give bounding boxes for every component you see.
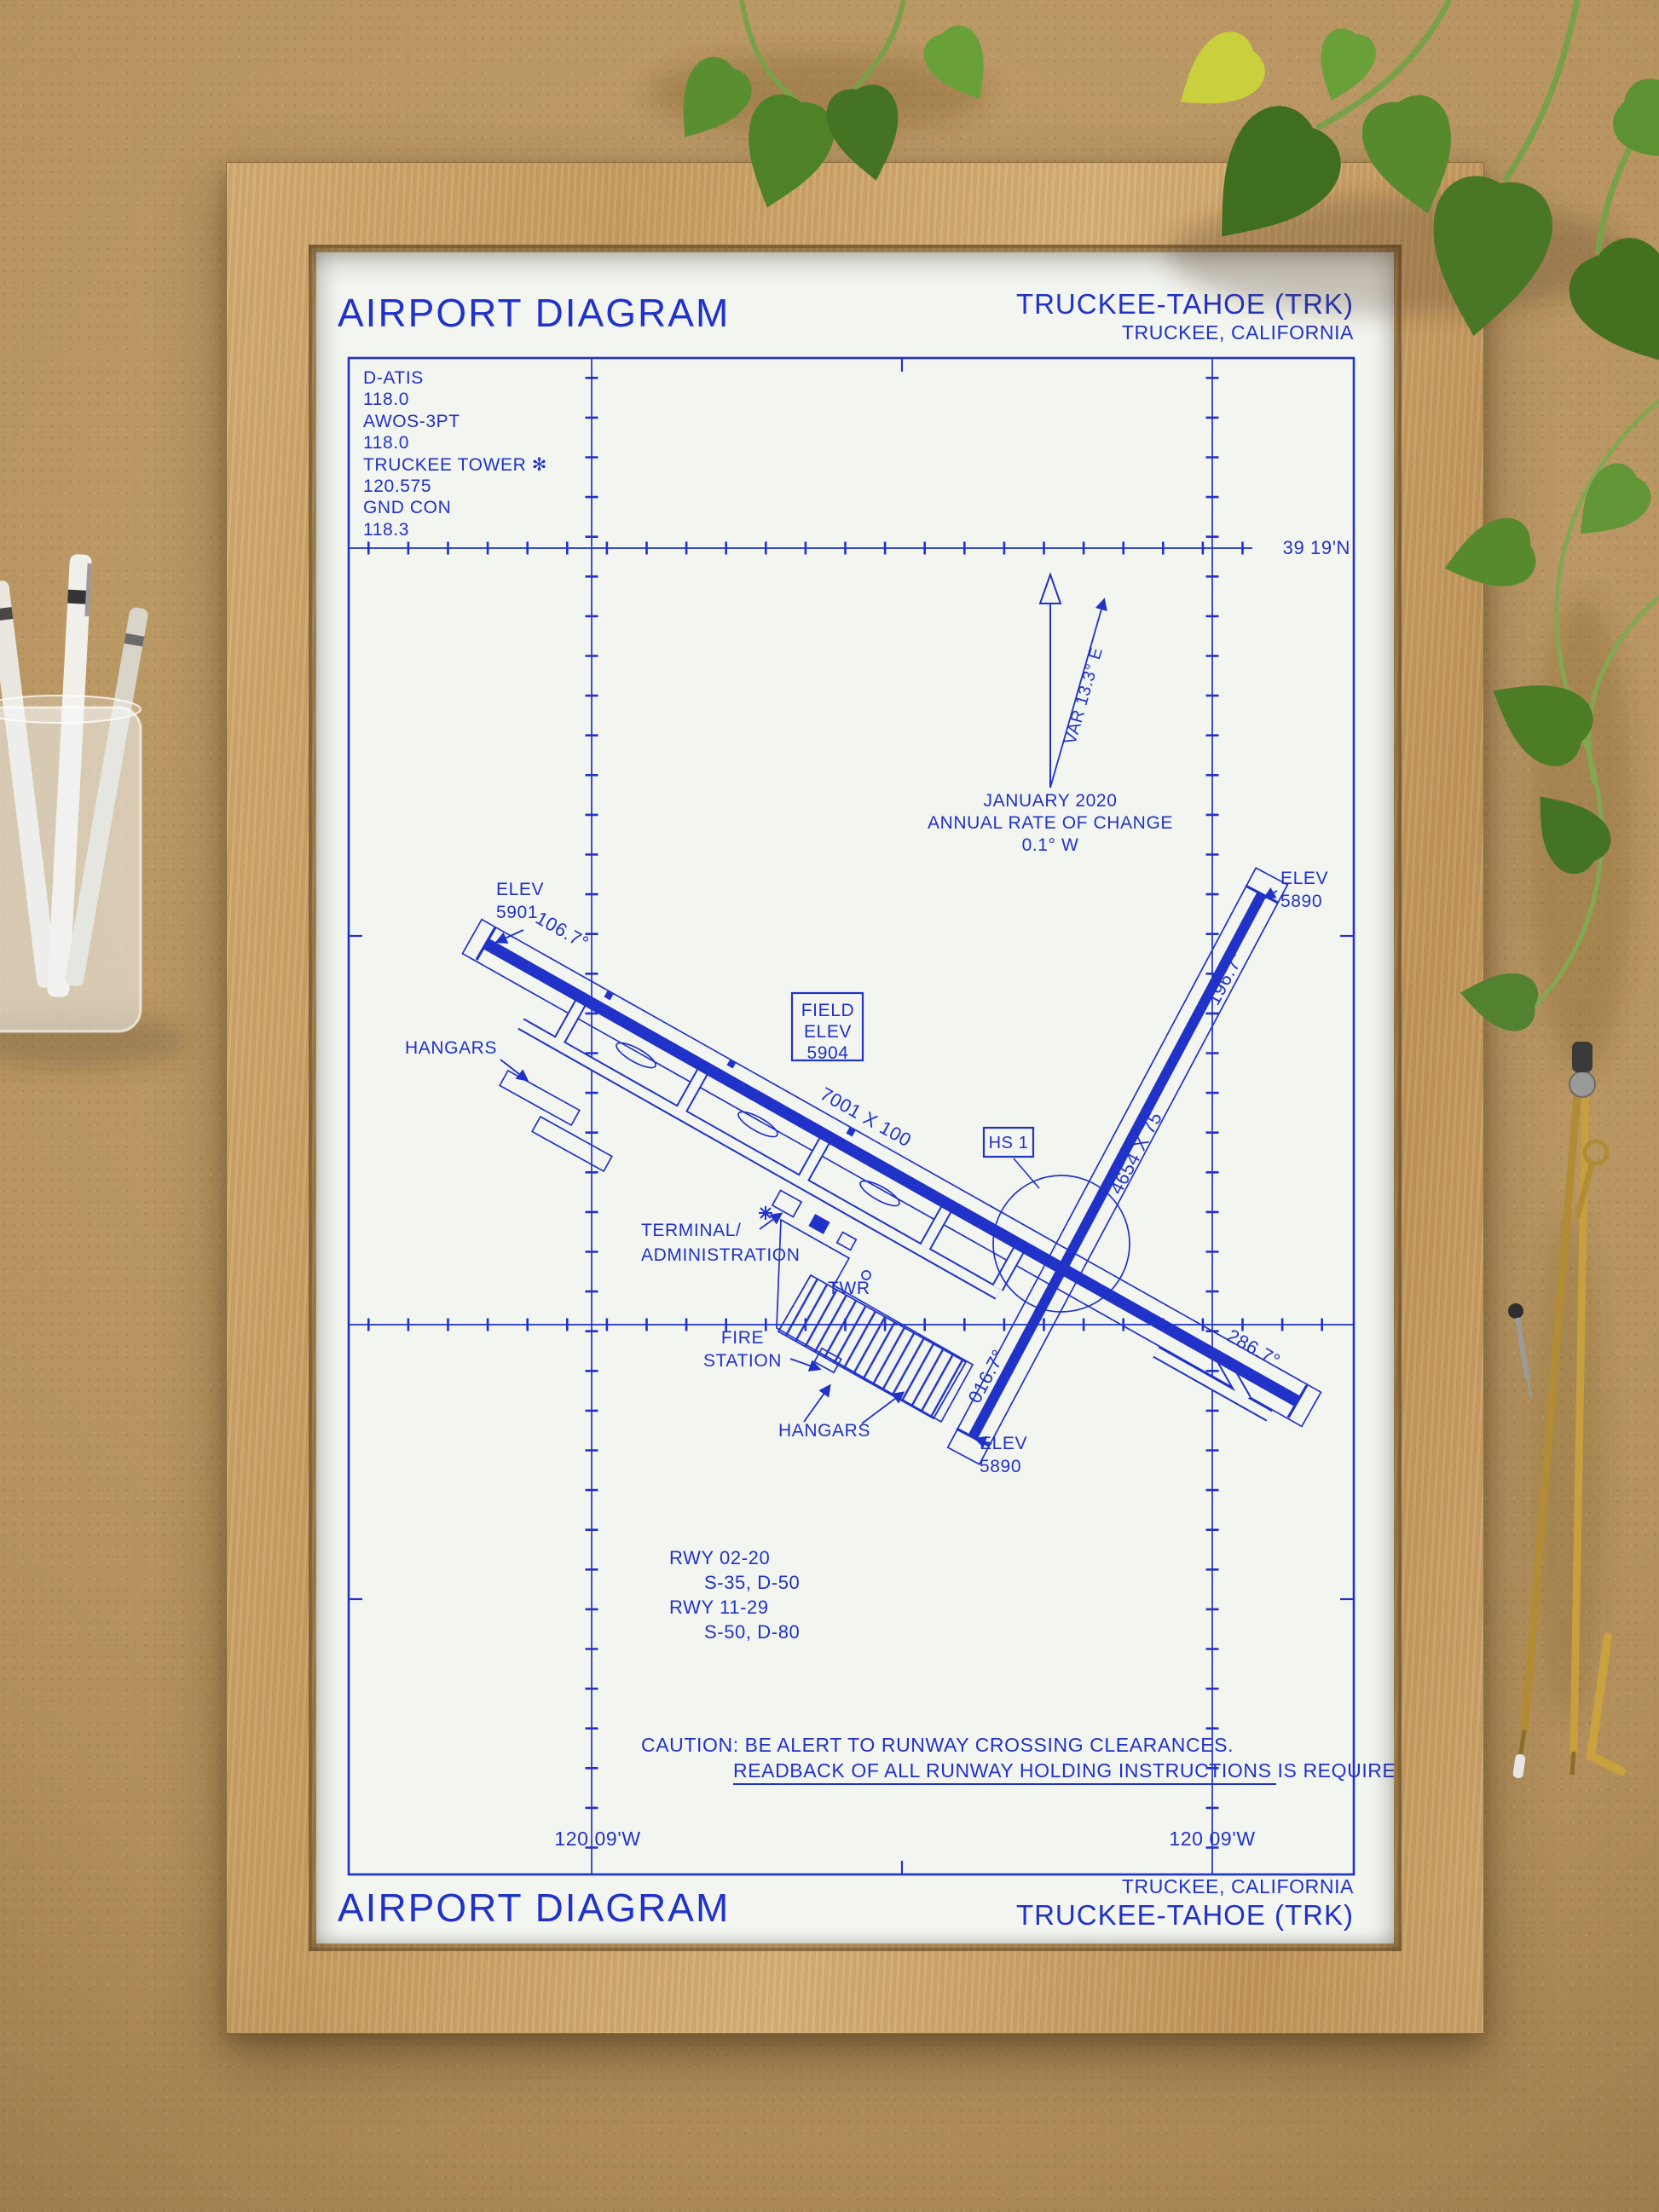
caution-line-2: READBACK OF ALL RUNWAY HOLDING INSTRUCTI… (733, 1759, 1394, 1782)
comms-line: GND CON (363, 498, 451, 517)
variation-label: VAR 13.3° E (1061, 645, 1107, 747)
hex-key (1586, 1632, 1626, 1776)
comms-line: 118.0 (363, 433, 409, 453)
comms-line: 118.3 (363, 520, 409, 540)
rwy-cross-elev-n-value: 5890 (1280, 892, 1322, 911)
airport-city-top: TRUCKEE, CALIFORNIA (1122, 321, 1354, 344)
terminal-label: TERMINAL/ (641, 1221, 741, 1240)
print-title-bottom: AIRPORT DIAGRAM (338, 1886, 730, 1930)
comms-line: TRUCKEE TOWER ✻ (363, 455, 547, 475)
magnetic-variation-arrow (1049, 598, 1107, 788)
pin-tool (1508, 1303, 1533, 1399)
rwy-data-line: RWY 02-20 (669, 1547, 770, 1568)
latitude-label: 39 19'N (1283, 537, 1350, 558)
terminal-label: ADMINISTRATION (641, 1245, 801, 1265)
variation-rate: ANNUAL RATE OF CHANGE (928, 813, 1173, 833)
beacon-symbol (759, 1206, 772, 1220)
runway-11-29 (475, 927, 1309, 1418)
fire-station-label: FIRE (721, 1328, 764, 1348)
comms-line: D-ATIS (363, 368, 424, 388)
brass-clip (1574, 1139, 1610, 1218)
airport-name-bottom: TRUCKEE-TAHOE (TRK) (1016, 1899, 1354, 1931)
hangars-nw-label: HANGARS (405, 1038, 497, 1058)
caution-line-1: CAUTION: BE ALERT TO RUNWAY CROSSING CLE… (641, 1734, 1234, 1756)
airport-name-top: TRUCKEE-TAHOE (TRK) (1016, 288, 1354, 320)
field-elev-line: ELEV (804, 1022, 852, 1042)
rwy-cross-elev-n: ELEV (1280, 869, 1328, 888)
comms-line: 118.0 (363, 390, 409, 409)
rwy-data-line: RWY 11-29 (669, 1597, 769, 1618)
comms-line: AWOS-3PT (363, 412, 460, 431)
buildings (499, 1069, 974, 1424)
rwy-main-elev-nw-value: 5901 (496, 903, 538, 922)
hotspot-label: HS 1 (989, 1134, 1029, 1152)
rwy-cross-elev-s: ELEV (980, 1434, 1027, 1453)
fire-station-label: STATION (703, 1351, 782, 1371)
rwy-main-heading-nw: 106.7° (532, 907, 592, 954)
diagram-artwork: AIRPORT DIAGRAM TRUCKEE-TAHOE (TRK) TRUC… (338, 288, 1394, 1931)
picture-frame: AIRPORT DIAGRAM TRUCKEE-TAHOE (TRK) TRUC… (226, 162, 1484, 2034)
graticule-lines (349, 358, 1354, 1874)
print-title-top: AIRPORT DIAGRAM (338, 291, 730, 335)
airport-city-bottom: TRUCKEE, CALIFORNIA (1122, 1875, 1354, 1897)
comms-line: 120.575 (363, 476, 431, 496)
pavement-outlines (461, 867, 1322, 1465)
tower-label: TWR (828, 1279, 870, 1298)
taxiways (517, 990, 1273, 1422)
variation-date: JANUARY 2020 (983, 791, 1117, 811)
north-arrow (1038, 571, 1062, 788)
longitude-label-left: 120 09'W (554, 1828, 640, 1850)
rwy-data-line: S-50, D-80 (704, 1621, 800, 1643)
chart-border (347, 356, 1356, 1876)
airport-diagram-print: AIRPORT DIAGRAM TRUCKEE-TAHOE (TRK) TRUC… (316, 252, 1394, 1943)
comms-frequencies: D-ATIS 118.0 AWOS-3PT 118.0 TRUCKEE TOWE… (363, 368, 547, 540)
field-elev-box (790, 991, 864, 1062)
variation-rate-value: 0.1° W (1022, 835, 1079, 855)
longitude-label-right: 120 09'W (1169, 1828, 1255, 1850)
rwy-cross-elev-s-value: 5890 (980, 1457, 1021, 1476)
rwy-data-line: S-35, D-50 (704, 1572, 800, 1593)
hangar-rows (777, 1273, 968, 1420)
hotspot-circle (992, 1175, 1130, 1313)
field-elev-line: 5904 (806, 1043, 848, 1063)
divider-compass (1512, 1042, 1596, 1779)
field-elev-line: FIELD (801, 1001, 855, 1020)
rwy-main-elev-nw: ELEV (496, 880, 544, 899)
tower-symbol (861, 1270, 871, 1280)
hangars-s-label: HANGARS (778, 1421, 870, 1441)
hotspot-box (982, 1126, 1035, 1158)
pen-cup (0, 554, 148, 1033)
